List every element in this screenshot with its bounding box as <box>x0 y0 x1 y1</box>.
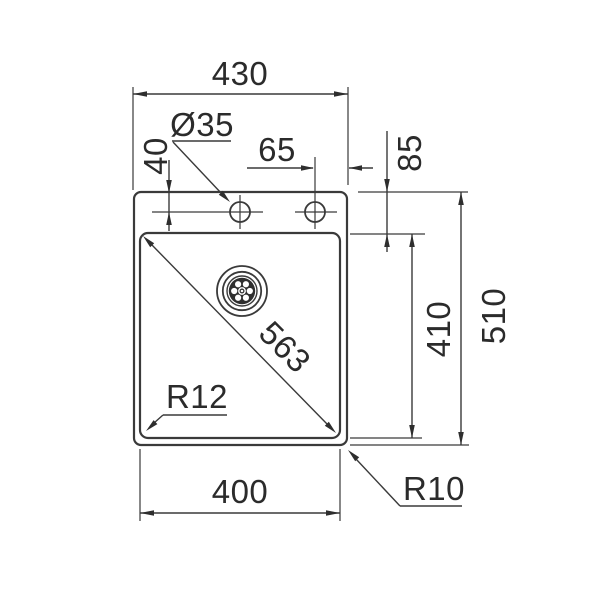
dim-label-outer-corner-radius: R10 <box>403 470 465 507</box>
arrowhead-right <box>326 510 340 516</box>
arrowhead-down <box>166 180 172 193</box>
arrowhead-down <box>458 432 464 445</box>
arrowhead-down <box>384 179 390 192</box>
arrowhead-right <box>334 91 348 97</box>
arrowhead-top-left <box>143 236 155 248</box>
drain-hole <box>242 281 249 288</box>
drain-hole <box>242 294 249 301</box>
dim-label-bowl-width: 400 <box>212 473 269 510</box>
dim-label-tap-hole-edge-offset: 65 <box>258 131 296 168</box>
dim-label-bowl-diagonal: 563 <box>252 314 318 380</box>
drain-hole <box>231 287 238 295</box>
diagonal-line <box>150 243 329 426</box>
dim-label-ledge-depth: 85 <box>391 134 428 172</box>
arrowhead <box>146 420 158 431</box>
leader-line <box>153 414 164 424</box>
arrowhead-up <box>409 234 415 247</box>
right-extension-lines <box>350 191 469 446</box>
dim-overall-depth: 510 <box>458 192 512 445</box>
arrowhead-up <box>166 212 172 225</box>
dim-bowl-depth: 410 <box>409 234 457 438</box>
drain-hole <box>235 294 242 301</box>
drain-inner-ring <box>226 275 258 307</box>
arrowhead-left <box>133 91 147 97</box>
dim-label-bowl-corner-radius: R12 <box>166 378 228 415</box>
leader-line <box>355 458 401 507</box>
arrowhead-left <box>140 510 154 516</box>
arrowhead <box>348 450 360 462</box>
drain-hole <box>235 281 242 288</box>
sink-outlines <box>132 190 349 447</box>
arrowhead-up <box>384 234 390 247</box>
dim-tap-hole-diameter: Ø35 <box>170 106 234 202</box>
dim-bowl-width: 400 <box>139 449 341 521</box>
drain-strainer <box>216 265 268 317</box>
dim-label-tap-hole-diameter: Ø35 <box>170 106 234 143</box>
drain-hole <box>246 287 253 295</box>
arrowhead <box>218 190 230 202</box>
dim-overall-width: 430 <box>132 55 349 190</box>
dim-bowl-corner-radius: R12 <box>146 378 228 431</box>
dim-tap-hole-top-offset: 40 <box>137 137 174 231</box>
drain-center-hole <box>238 287 246 295</box>
dim-label-bowl-depth: 410 <box>420 301 457 358</box>
drain-middle-ring <box>221 270 263 312</box>
drain-center-ring <box>239 288 245 294</box>
arrowhead-bottom-right <box>324 421 336 433</box>
arrowhead-left <box>349 165 362 171</box>
tap-holes <box>152 157 337 229</box>
dim-label-overall-depth: 510 <box>475 288 512 345</box>
dim-label-overall-width: 430 <box>212 55 269 92</box>
leader-line <box>172 141 223 195</box>
arrowhead-up <box>458 192 464 205</box>
arrowhead-down <box>409 425 415 438</box>
sink-outer-outline <box>132 190 349 447</box>
dim-tap-hole-edge-offset: 65 <box>247 131 373 171</box>
arrowhead-right <box>301 165 314 171</box>
drain-outer-ring <box>216 265 268 317</box>
sink-bowl-outline <box>138 231 342 440</box>
dim-label-tap-hole-top-offset: 40 <box>137 137 174 175</box>
dim-outer-corner-radius: R10 <box>348 450 465 507</box>
